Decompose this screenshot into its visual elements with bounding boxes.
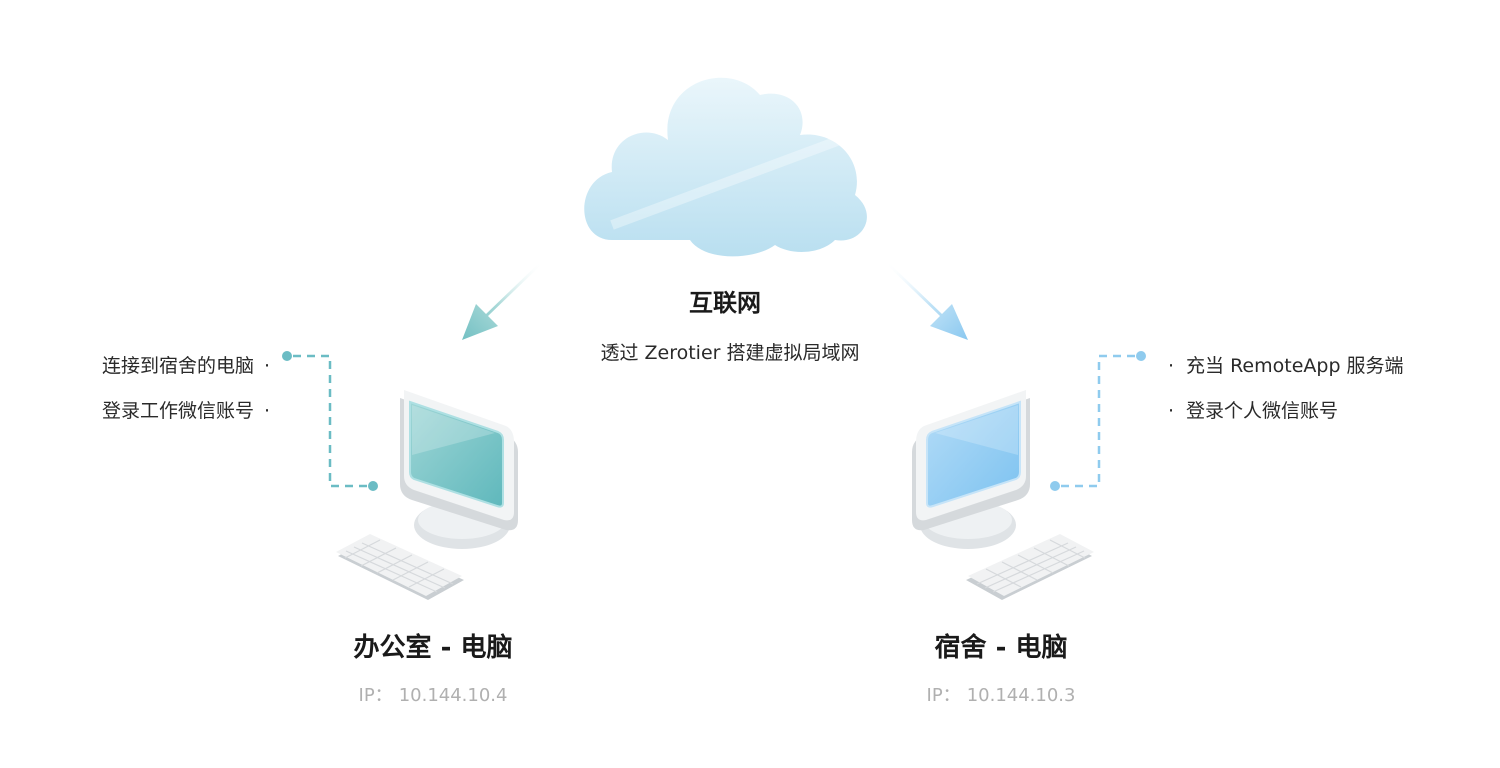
ip-value: 10.144.10.4 — [398, 685, 508, 706]
bullet-icon: · — [263, 355, 270, 377]
ip-label: IP： — [358, 685, 393, 706]
connector-right — [1050, 351, 1146, 491]
bullet-icon: · — [1168, 355, 1175, 377]
cloud-icon — [584, 77, 867, 257]
office-note-text: 连接到宿舍的电脑 — [101, 355, 254, 377]
dorm-pc-ip: IP：10.144.10.3 — [851, 681, 1151, 707]
office-note-text: 登录工作微信账号 — [101, 400, 254, 422]
internet-subtitle: 透过 Zerotier 搭建虚拟局域网 — [600, 342, 860, 364]
dorm-computer-icon — [912, 390, 1094, 600]
office-note-item: 登录工作微信账号 · — [30, 389, 270, 434]
dorm-note-text: 登录个人微信账号 — [1186, 400, 1339, 422]
internet-title: 互联网 — [689, 289, 761, 317]
office-notes: 连接到宿舍的电脑 · 登录工作微信账号 · — [30, 344, 270, 434]
ip-label: IP： — [926, 685, 961, 706]
dorm-note-text: 充当 RemoteApp 服务端 — [1186, 355, 1404, 377]
dorm-note-item: · 登录个人微信账号 — [1168, 389, 1488, 434]
bullet-icon: · — [263, 400, 270, 422]
dorm-notes: · 充当 RemoteApp 服务端 · 登录个人微信账号 — [1168, 344, 1488, 434]
bullet-icon: · — [1168, 400, 1175, 422]
office-pc-title: 办公室 - 电脑 — [353, 633, 513, 663]
connector-left — [282, 351, 378, 491]
office-pc-ip: IP：10.144.10.4 — [283, 681, 583, 707]
arrow-left-icon — [462, 262, 542, 340]
arrow-right-icon — [886, 262, 968, 340]
office-computer-icon — [336, 390, 518, 600]
dorm-note-item: · 充当 RemoteApp 服务端 — [1168, 344, 1488, 389]
ip-value: 10.144.10.3 — [966, 685, 1076, 706]
office-note-item: 连接到宿舍的电脑 · — [30, 344, 270, 389]
dorm-pc-title: 宿舍 - 电脑 — [934, 633, 1068, 663]
